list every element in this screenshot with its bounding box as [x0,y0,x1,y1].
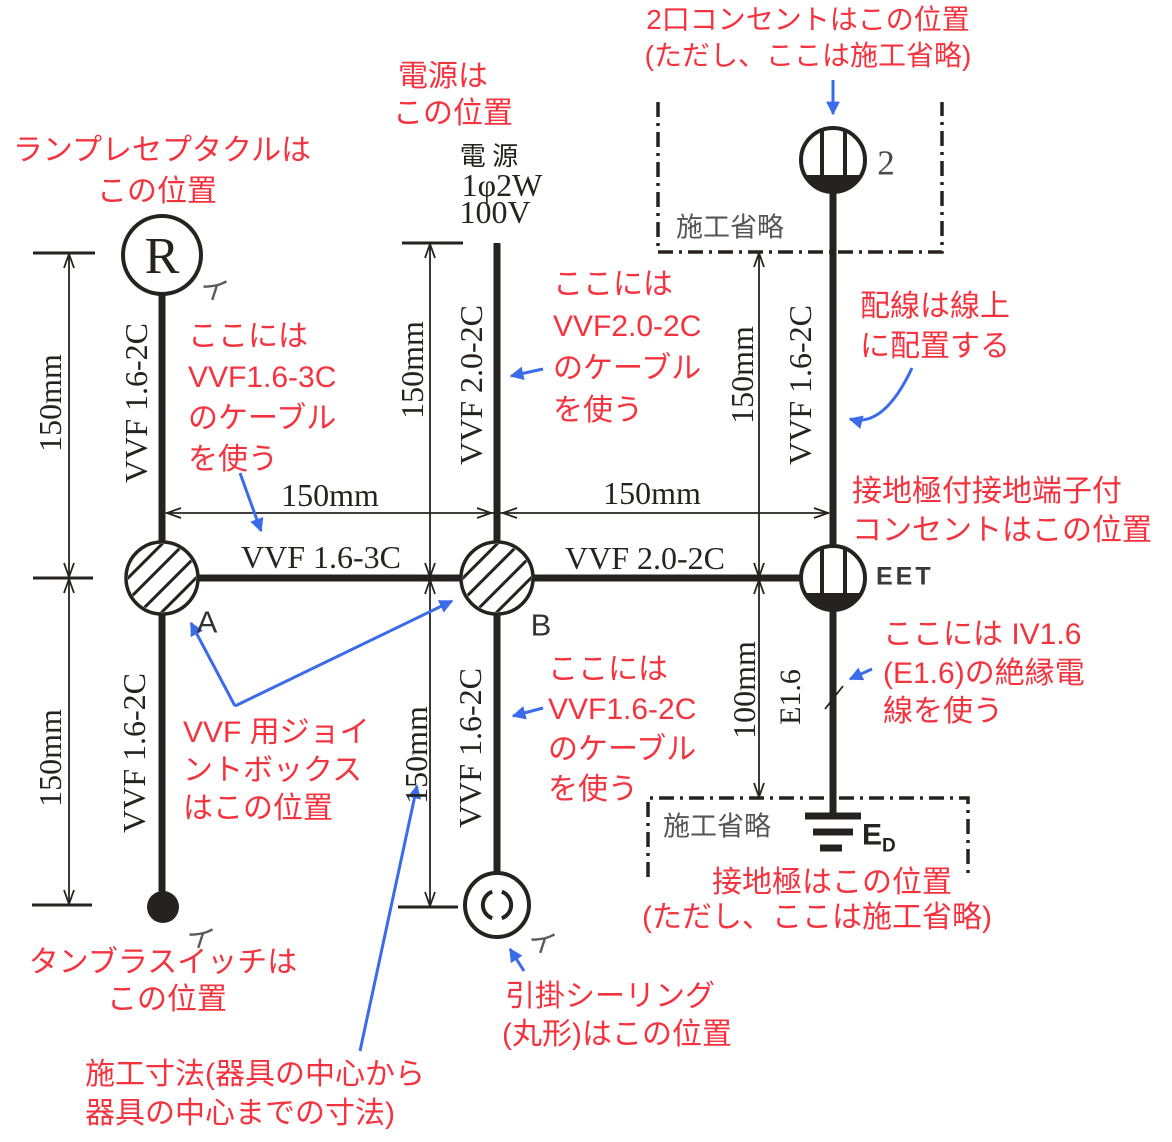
note-outlet-2: (ただし、ここは施工省略) [644,40,972,71]
dim-center-lower: 150mm [398,706,434,804]
note-202c-1: ここには [553,268,673,301]
ceiling-rose-icon [463,871,531,939]
cable-lamp-to-a: VVF 1.6-2C [118,322,154,484]
note-lamp-1: ランプレセプタクルは [12,134,312,167]
ground-electrode-icon [805,812,861,852]
ground-label: ED [862,818,896,857]
dim-horiz-right: 150mm [603,475,701,511]
note-online-1: 配線は線上 [860,290,1010,323]
note-163c-4: を使う [188,443,278,476]
joint-box-b-label: B [530,607,552,643]
note-ceiling-1: 引掛シーリング [505,980,715,1013]
dimension-lines [32,241,844,909]
note-power-2: この位置 [393,97,513,130]
note-iv-3: 線を使う [883,695,1003,728]
cable-b-to-eet: VVF 2.0-2C [564,540,726,576]
note-162c-3: のケーブル [548,733,697,766]
note-163c-2: VVF1.6-3C [188,361,337,394]
cable-outlet-to-eet: VVF 1.6-2C [782,304,818,466]
note-switch-2: この位置 [107,983,227,1016]
note-outlet-1: 2口コンセントはこの位置 [646,4,970,35]
dim-right-lower: 100mm [726,641,762,739]
cable-b-to-ceiling: VVF 1.6-2C [452,667,488,829]
cable-source-to-b: VVF 2.0-2C [453,304,489,466]
joint-box-a-label: A [196,604,218,640]
note-iv-2: (E1.6)の絶縁電 [883,657,1085,690]
power-source-phase: 1φ2W [461,167,543,203]
outlet-count-label: 2 [877,143,895,183]
omission-box-bottom-label: 施工省略 [663,811,771,842]
note-iv-1: ここには IV1.6 [883,618,1082,651]
lamp-receptacle-icon [121,214,203,296]
note-jointbox-2: ントボックス [183,754,363,787]
note-jointbox-3: はこの位置 [183,792,333,825]
eet-label: EET [876,562,934,591]
omission-boxes [646,102,970,877]
eet-outlet-icon [799,544,867,612]
dim-center-upper: 150mm [394,321,430,419]
note-eet-2: コンセントはこの位置 [852,514,1152,547]
note-dimension-1: 施工寸法(器具の中心から [85,1058,425,1091]
lamp-receptacle-letter: R [144,228,180,285]
note-ground-2: (ただし、ここは施工省略) [642,901,992,934]
note-jointbox-1: VVF 用ジョイ [183,716,370,749]
wire-eet-to-ground: E1.6 [774,669,807,725]
cable-a-to-switch: VVF 1.6-2C [116,672,152,834]
note-ceiling-2: (丸形)はこの位置 [502,1018,732,1051]
omission-box-top-label: 施工省略 [676,212,784,243]
note-lamp-2: この位置 [97,175,217,208]
note-162c-1: ここには [548,653,668,686]
note-online-2: に配置する [860,330,1010,363]
note-ground-1: 接地極はこの位置 [712,866,952,899]
dim-left-lower: 150mm [32,709,68,807]
dim-left-upper: 150mm [32,354,68,452]
note-power-1: 電源は [398,60,488,93]
note-switch-1: タンブラスイッチは [28,946,298,979]
power-source-title: 電 源 [459,142,519,171]
note-dimension-2: 器具の中心までの寸法) [85,1097,395,1130]
note-162c-4: を使う [548,773,638,806]
dim-horiz-left: 150mm [281,477,379,513]
note-163c-1: ここには [188,320,308,353]
note-163c-3: のケーブル [188,402,337,435]
callout-arrows [189,80,914,1052]
dim-right-upper: 150mm [724,326,760,424]
power-source-voltage: 100V [459,194,531,230]
note-162c-2: VVF1.6-2C [548,693,697,726]
tumbler-switch-icon [147,891,179,923]
note-202c-4: を使う [553,394,643,427]
cable-a-to-b: VVF 1.6-3C [240,539,402,575]
double-outlet-icon [799,126,867,194]
note-eet-1: 接地極付接地端子付 [852,475,1122,508]
note-202c-2: VVF2.0-2C [553,310,702,343]
note-202c-3: のケーブル [553,352,702,385]
